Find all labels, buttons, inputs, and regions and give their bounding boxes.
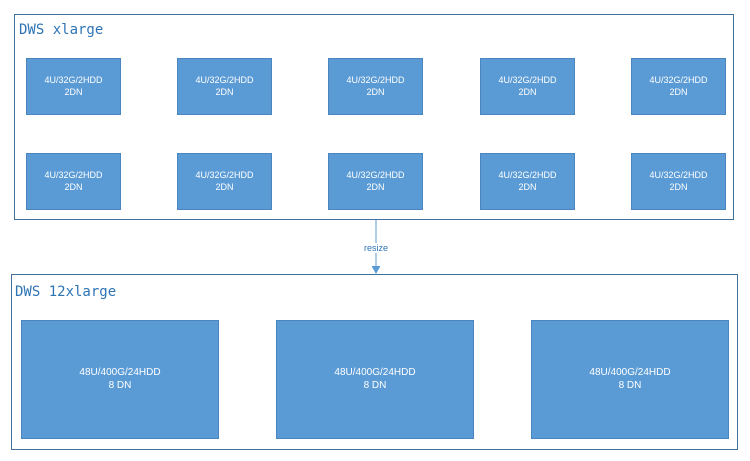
node-dn-count: 8 DN <box>618 379 642 391</box>
node-dn-count: 2DN <box>366 181 385 192</box>
node-box: 4U/32G/2HDD 2DN <box>631 58 726 115</box>
dws-xlarge-cluster: DWS xlarge 4U/32G/2HDD 2DN 4U/32G/2HDD 2… <box>14 14 734 220</box>
arrow-head <box>371 266 381 274</box>
dws-12xlarge-cluster: DWS 12xlarge 48U/400G/24HDD 8 DN 48U/400… <box>11 274 738 450</box>
node-box: 48U/400G/24HDD 8 DN <box>21 320 219 439</box>
node-box: 4U/32G/2HDD 2DN <box>480 153 575 210</box>
node-spec: 4U/32G/2HDD <box>44 170 103 181</box>
node-dn-count: 2DN <box>366 86 385 97</box>
node-dn-count: 2DN <box>518 86 537 97</box>
node-box: 4U/32G/2HDD 2DN <box>328 58 423 115</box>
node-dn-count: 8 DN <box>108 379 132 391</box>
node-box: 48U/400G/24HDD 8 DN <box>531 320 729 439</box>
node-spec: 48U/400G/24HDD <box>79 367 161 378</box>
node-dn-count: 2DN <box>518 181 537 192</box>
node-dn-count: 2DN <box>215 86 234 97</box>
node-spec: 4U/32G/2HDD <box>195 170 254 181</box>
node-box: 4U/32G/2HDD 2DN <box>26 58 121 115</box>
node-dn-count: 2DN <box>215 181 234 192</box>
node-spec: 4U/32G/2HDD <box>498 170 557 181</box>
node-spec: 4U/32G/2HDD <box>649 75 708 86</box>
node-spec: 4U/32G/2HDD <box>498 75 557 86</box>
node-spec: 48U/400G/24HDD <box>589 367 671 378</box>
node-spec: 4U/32G/2HDD <box>346 75 405 86</box>
node-dn-count: 2DN <box>64 86 83 97</box>
node-box: 4U/32G/2HDD 2DN <box>26 153 121 210</box>
node-box: 4U/32G/2HDD 2DN <box>480 58 575 115</box>
node-spec: 4U/32G/2HDD <box>346 170 405 181</box>
cluster-title: DWS 12xlarge <box>15 284 117 300</box>
node-dn-count: 2DN <box>669 86 688 97</box>
node-dn-count: 8 DN <box>363 379 387 391</box>
node-box: 4U/32G/2HDD 2DN <box>631 153 726 210</box>
node-dn-count: 2DN <box>64 181 83 192</box>
node-spec: 4U/32G/2HDD <box>649 170 708 181</box>
node-spec: 48U/400G/24HDD <box>334 367 416 378</box>
node-box: 4U/32G/2HDD 2DN <box>328 153 423 210</box>
node-box: 48U/400G/24HDD 8 DN <box>276 320 474 439</box>
node-dn-count: 2DN <box>669 181 688 192</box>
node-box: 4U/32G/2HDD 2DN <box>177 58 272 115</box>
node-spec: 4U/32G/2HDD <box>195 75 254 86</box>
node-box: 4U/32G/2HDD 2DN <box>177 153 272 210</box>
cluster-title: DWS xlarge <box>19 22 104 38</box>
node-spec: 4U/32G/2HDD <box>44 75 103 86</box>
resize-label: resize <box>360 243 392 253</box>
